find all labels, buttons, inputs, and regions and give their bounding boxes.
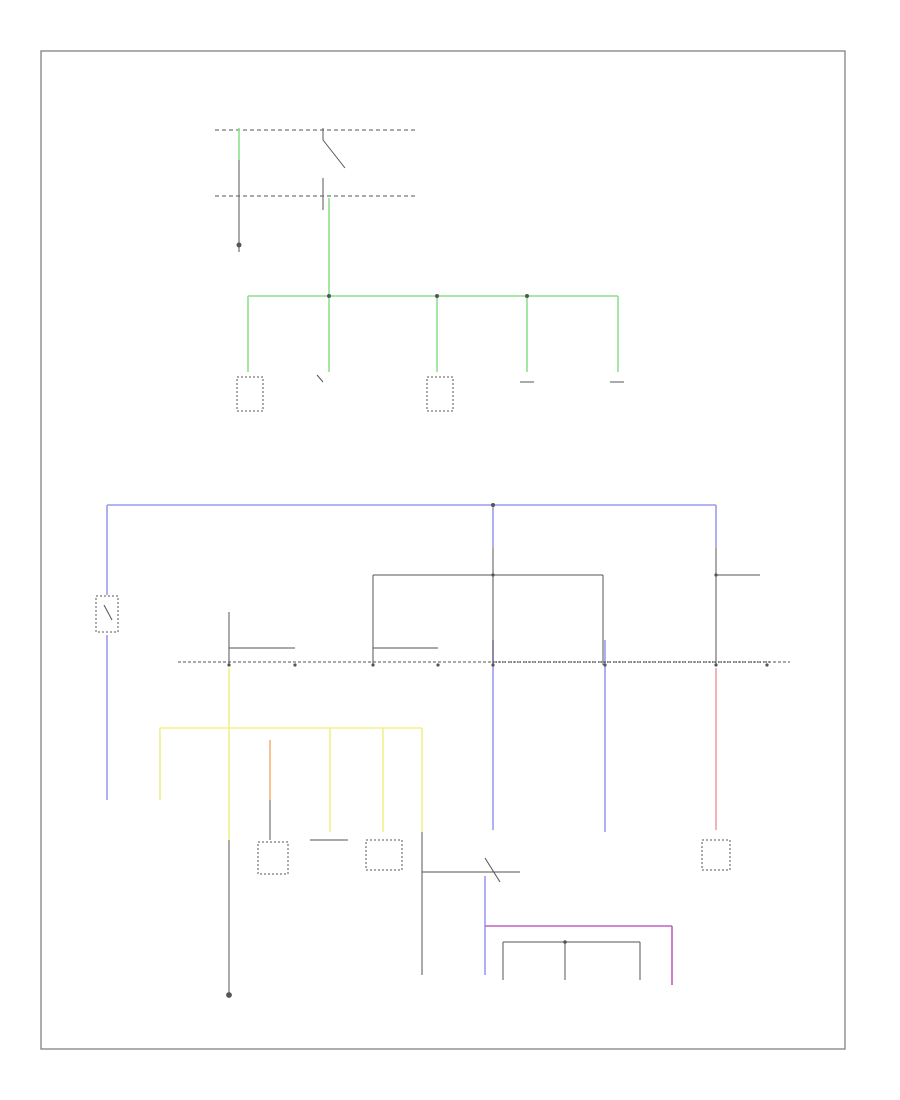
connector-pins: [227, 573, 769, 667]
top-section: [215, 128, 415, 252]
yellow-wires: [159, 668, 423, 840]
magenta-junction: [563, 940, 567, 944]
relay-left: [95, 595, 119, 633]
top-components: [236, 374, 624, 412]
diagram-frame: [40, 50, 846, 1050]
green-wire-bus: [238, 128, 619, 372]
blue-junction: [491, 503, 495, 507]
gray-wires: [178, 548, 790, 665]
blue-wire: [106, 504, 717, 975]
bottom-components: [226, 800, 731, 998]
green-bus-junctions: [327, 294, 529, 298]
